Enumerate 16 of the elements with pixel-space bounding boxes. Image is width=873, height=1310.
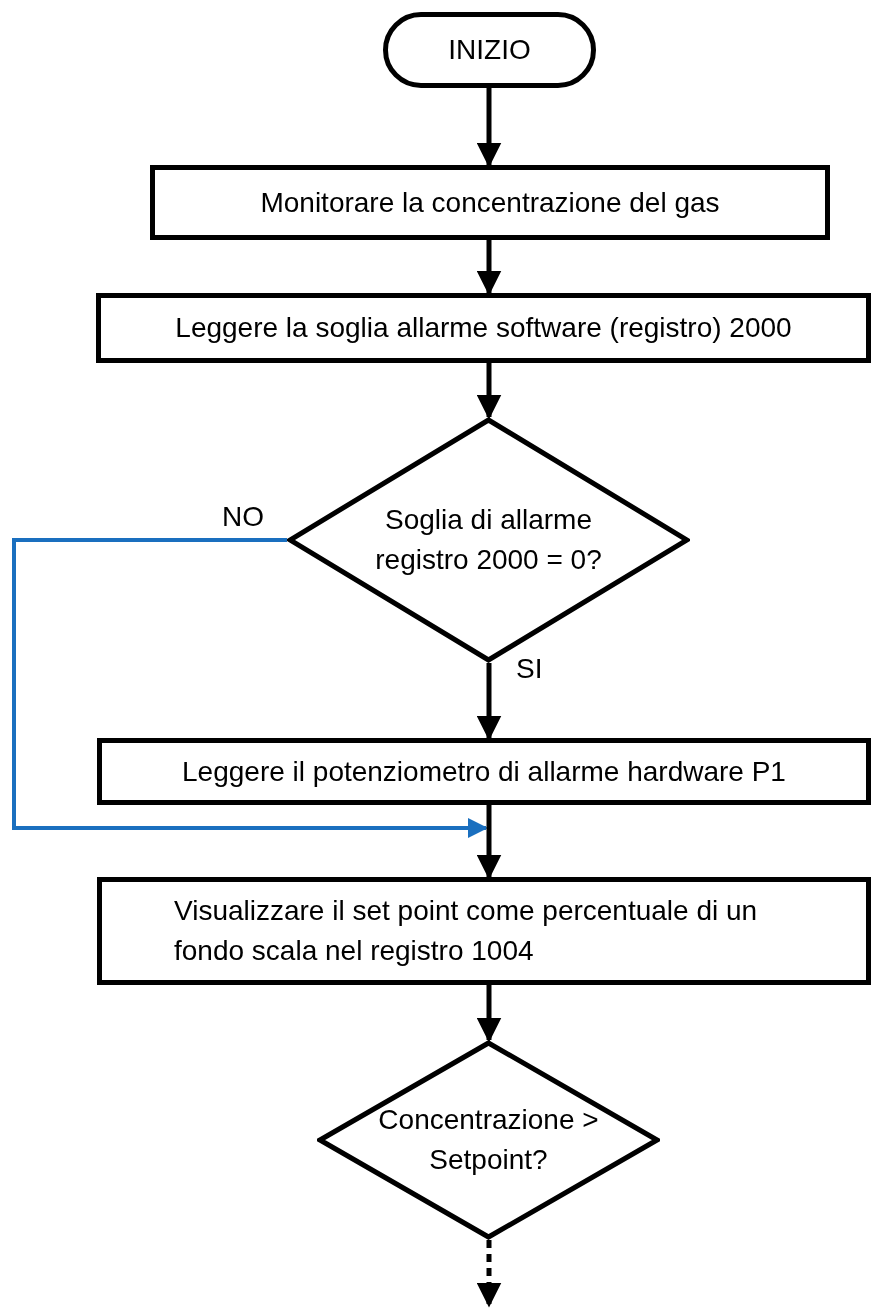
node-text: Leggere la soglia allarme software (registro) 2000 <box>175 311 792 345</box>
node-text: Leggere il potenziometro di allarme hardware P1 <box>182 754 786 789</box>
process-box <box>97 877 871 985</box>
node-text: Concentrazione > Setpoint? <box>377 1103 600 1177</box>
arrow <box>476 985 502 1043</box>
node-text: INIZIO <box>448 33 531 67</box>
arrow <box>12 538 488 838</box>
arrow <box>476 1240 502 1308</box>
node-text: Monitorare la concentrazione del gas <box>260 185 720 220</box>
process-box <box>97 738 871 805</box>
process-box <box>150 165 830 240</box>
process-box <box>96 293 871 363</box>
arrow <box>476 363 502 420</box>
decision-diamond <box>317 1040 660 1240</box>
node-text: Soglia di allarme registro 2000 = 0? <box>374 503 603 577</box>
node-text: Visualizzare il set point come percentuale di un fondo scala nel registro 1004 <box>174 894 759 968</box>
